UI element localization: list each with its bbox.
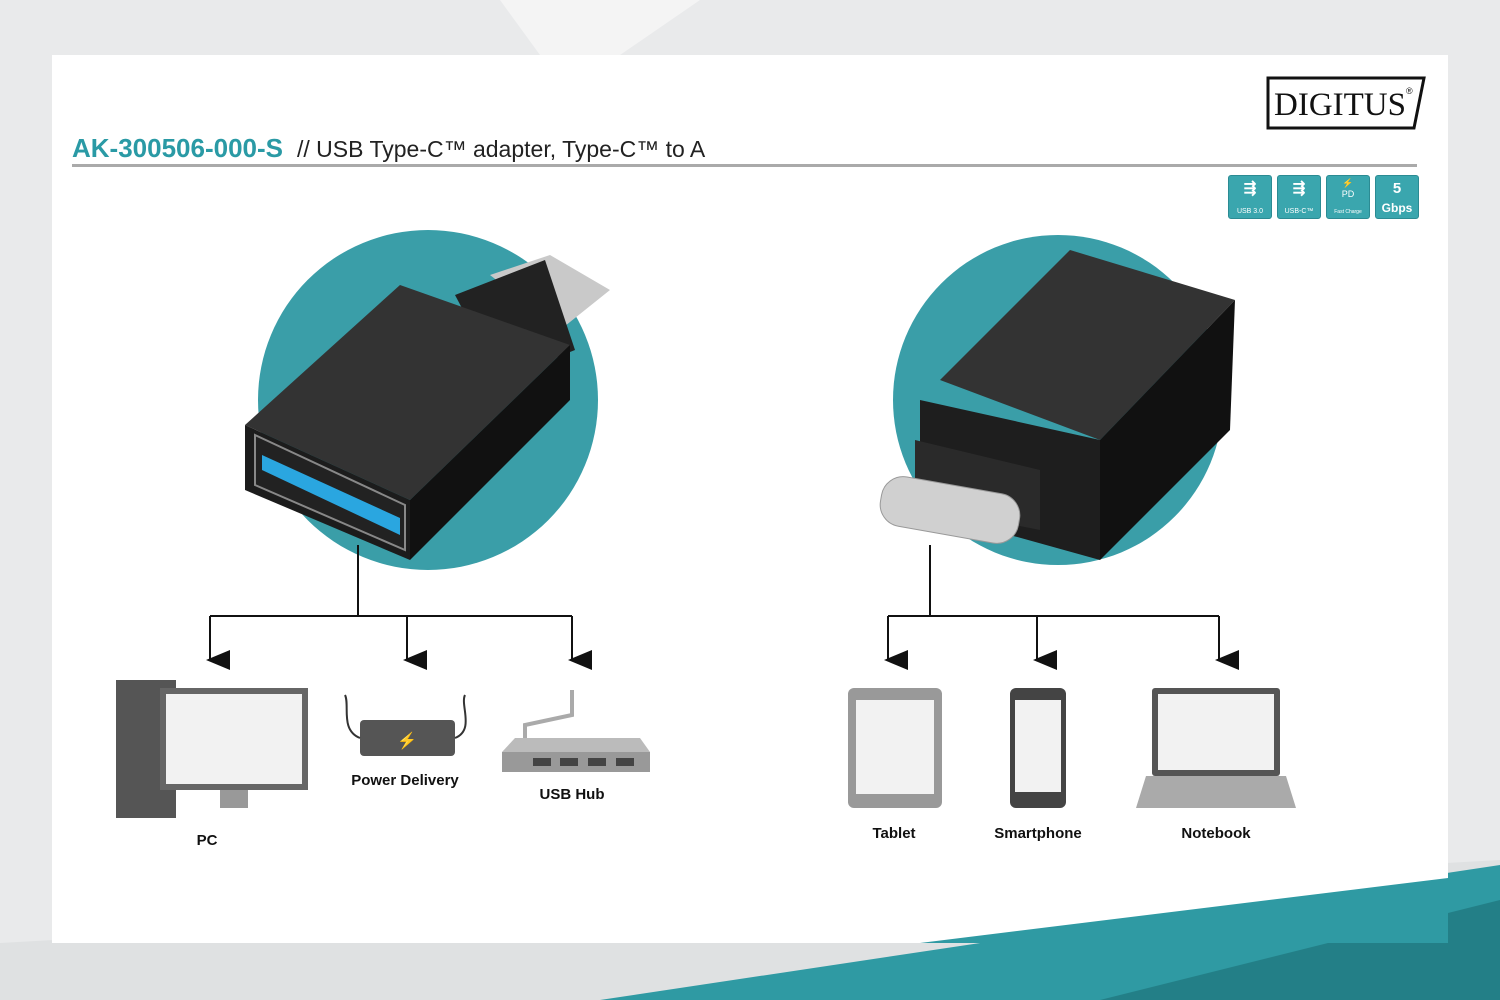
device-label-pc: PC (196, 832, 218, 849)
badge-usbc: ⇶USB-C™ (1277, 175, 1321, 219)
device-label-tablet: Tablet (872, 825, 916, 842)
svg-text:⚡: ⚡ (397, 731, 417, 750)
device-label-usb-hub: USB Hub (539, 786, 605, 803)
left-connectors (206, 545, 592, 670)
right-connectors (884, 545, 1239, 670)
product-description: // USB Type-C™ adapter, Type-C™ to A (297, 136, 706, 162)
device-label-smartphone: Smartphone (994, 825, 1082, 842)
device-label-power-delivery: Power Delivery (351, 772, 459, 789)
badge-usb3: ⇶USB 3.0 (1228, 175, 1272, 219)
usb-c-adapter (879, 250, 1235, 560)
svg-text:®: ® (1406, 86, 1413, 96)
title-divider (72, 164, 1417, 167)
device-label-notebook: Notebook (1181, 825, 1251, 842)
notebook-icon (1136, 688, 1296, 808)
page-title: AK-300506-000-S // USB Type-C™ adapter, T… (72, 133, 705, 164)
usb-hub-icon (502, 690, 650, 772)
tablet-icon (848, 688, 942, 808)
svg-text:DIGITUS: DIGITUS (1274, 87, 1406, 123)
smartphone-icon (1010, 688, 1066, 808)
product-code: AK-300506-000-S (72, 133, 284, 163)
usb-icon: ⇶ (1292, 180, 1306, 197)
power-delivery-icon: ⚡ (344, 694, 467, 756)
usb-a-adapter (245, 255, 610, 560)
pc-icon (116, 680, 308, 818)
charge-icon: ⚡ (1342, 178, 1354, 188)
digitus-logo: DIGITUS ® (1266, 76, 1426, 130)
usb-icon: ⇶ (1243, 180, 1257, 197)
